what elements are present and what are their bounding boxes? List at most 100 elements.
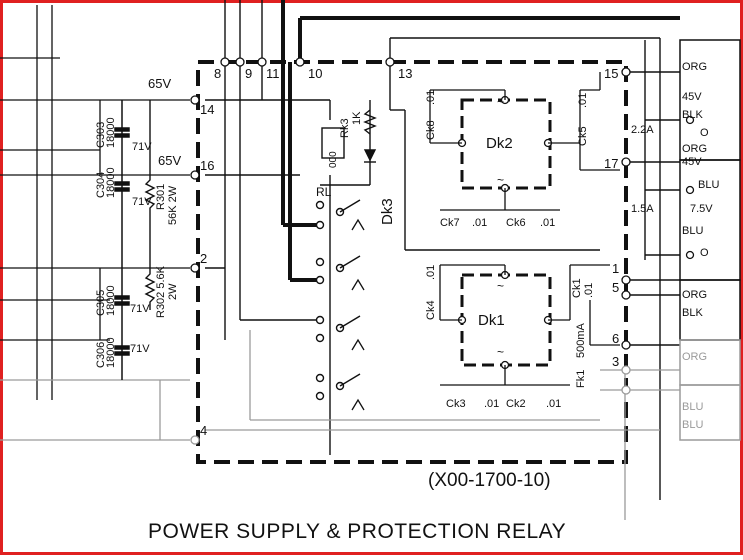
terminal-2: 2: [200, 251, 207, 266]
board-id: (X00-1700-10): [428, 470, 551, 491]
left-rails: [0, 5, 190, 400]
terminal-17: 17: [604, 156, 618, 171]
voltage-65a: 65V: [148, 76, 171, 91]
terminal-5: 5: [612, 280, 619, 295]
thick-wires: [281, 0, 680, 282]
terminal-1: 1: [612, 261, 619, 276]
relay-contacts: [315, 199, 361, 401]
relay-coil-label: 000: [328, 151, 339, 168]
terminal-14: 14: [200, 102, 214, 117]
faint-terminals: [190, 365, 631, 445]
wire-45v-1: 45V: [682, 91, 702, 103]
terminal-8: 8: [214, 66, 221, 81]
c306-label: C306: [95, 342, 107, 368]
wire-7-5v: 7.5V: [690, 203, 713, 215]
terminal-11: 11: [266, 66, 280, 81]
wire-blk-1: BLK: [682, 109, 703, 121]
wire-45v-2: 45V: [682, 156, 702, 168]
c304-value: 18000: [105, 167, 117, 198]
relay-triangles: [351, 218, 365, 411]
relay: [320, 100, 600, 455]
rk3-value: 1K: [351, 111, 363, 125]
ck7-value: .01: [472, 217, 487, 229]
ck4-label: Ck4: [425, 300, 437, 320]
dk3-label: Dk3: [379, 198, 396, 225]
bridge-dk2: [429, 72, 620, 211]
dk2-label: Dk2: [486, 135, 513, 152]
wire-blu-2: BLU: [682, 225, 703, 237]
wire-blu-4: BLU: [682, 419, 703, 431]
cap-column: [114, 100, 130, 380]
faint-wires: [205, 330, 680, 520]
ck1-value: .01: [583, 283, 595, 298]
c305-label: C305: [95, 290, 107, 316]
relay-rl-label: RL: [316, 185, 332, 199]
faint-connectors: [679, 339, 741, 441]
dk1-ac-top: ~: [497, 279, 504, 293]
board-outline: [196, 60, 628, 464]
wire-org-1: ORG: [682, 61, 707, 73]
ck6-label: Ck6: [506, 217, 526, 229]
wire-org-3: ORG: [682, 289, 707, 301]
r301-label: R301: [155, 184, 167, 210]
dk1-ac-bottom: ~: [497, 345, 504, 359]
ck8-value: .01: [425, 90, 437, 105]
fuse-2-2a: 2.2A: [631, 124, 654, 136]
c303-value: 18000: [105, 117, 117, 148]
wire-o-1: O: [700, 127, 709, 139]
c303-rating: 71V: [132, 141, 152, 153]
wire-blk-2: BLK: [682, 307, 703, 319]
wire-blu-3: BLU: [682, 401, 703, 413]
fuse-1-5a: 1.5A: [631, 203, 654, 215]
ck4-value: .01: [425, 265, 437, 280]
c304-rating: 71V: [132, 196, 152, 208]
c304-label: C304: [95, 172, 107, 198]
c306-value: 18000: [105, 337, 117, 368]
ck7-label: Ck7: [440, 217, 460, 229]
page-title: POWER SUPPLY & PROTECTION RELAY: [148, 520, 566, 543]
wire-org-4: ORG: [682, 351, 707, 363]
ck5-label: Ck5: [577, 126, 589, 146]
r302-label: R302 5.6K: [155, 265, 167, 318]
terminal-16: 16: [200, 158, 214, 173]
ck3-value: .01: [484, 398, 499, 410]
terminal-13: 13: [398, 66, 412, 81]
labels: 65V 65V 14 16 2 4 8 9 11 10 13 15 17 1 5…: [95, 61, 719, 543]
left-resistors: [144, 100, 156, 310]
terminal-10: 10: [308, 66, 322, 81]
ck8-label: Ck8: [425, 120, 437, 140]
r301-value: 56K 2W: [167, 185, 179, 225]
ck5-value: .01: [577, 93, 589, 108]
c305-rating: 71V: [130, 303, 150, 315]
bridge-dk1: [439, 264, 620, 386]
dk1-label: Dk1: [478, 312, 505, 329]
right-rails: [626, 40, 680, 346]
ck1-label: Ck1: [571, 278, 583, 298]
r302-value: 2W: [167, 283, 179, 300]
c306-rating: 71V: [130, 343, 150, 355]
c305-value: 18000: [105, 285, 117, 316]
ck6-value: .01: [540, 217, 555, 229]
terminal-3: 3: [612, 354, 619, 369]
left-faint-rails: [0, 379, 190, 441]
top-leads: [205, 0, 661, 500]
terminal-4: 4: [200, 423, 207, 438]
terminal-circles: [190, 57, 695, 350]
wire-blu-1: BLU: [698, 179, 719, 191]
terminal-9: 9: [245, 66, 252, 81]
ck2-label: Ck2: [506, 398, 526, 410]
voltage-65b: 65V: [158, 153, 181, 168]
dk2-ac-top: ~: [497, 95, 504, 109]
c303-label: C303: [95, 122, 107, 148]
wire-org-2: ORG: [682, 143, 707, 155]
fk1-label: Fk1: [575, 370, 587, 388]
ck2-value: .01: [546, 398, 561, 410]
terminal-6: 6: [612, 331, 619, 346]
rk3-label: Rk3: [339, 118, 351, 138]
wire-o-2: O: [700, 247, 709, 259]
fk1-value: 500mA: [575, 322, 587, 358]
dk2-ac-bottom: ~: [497, 173, 504, 187]
terminal-15: 15: [604, 66, 618, 81]
